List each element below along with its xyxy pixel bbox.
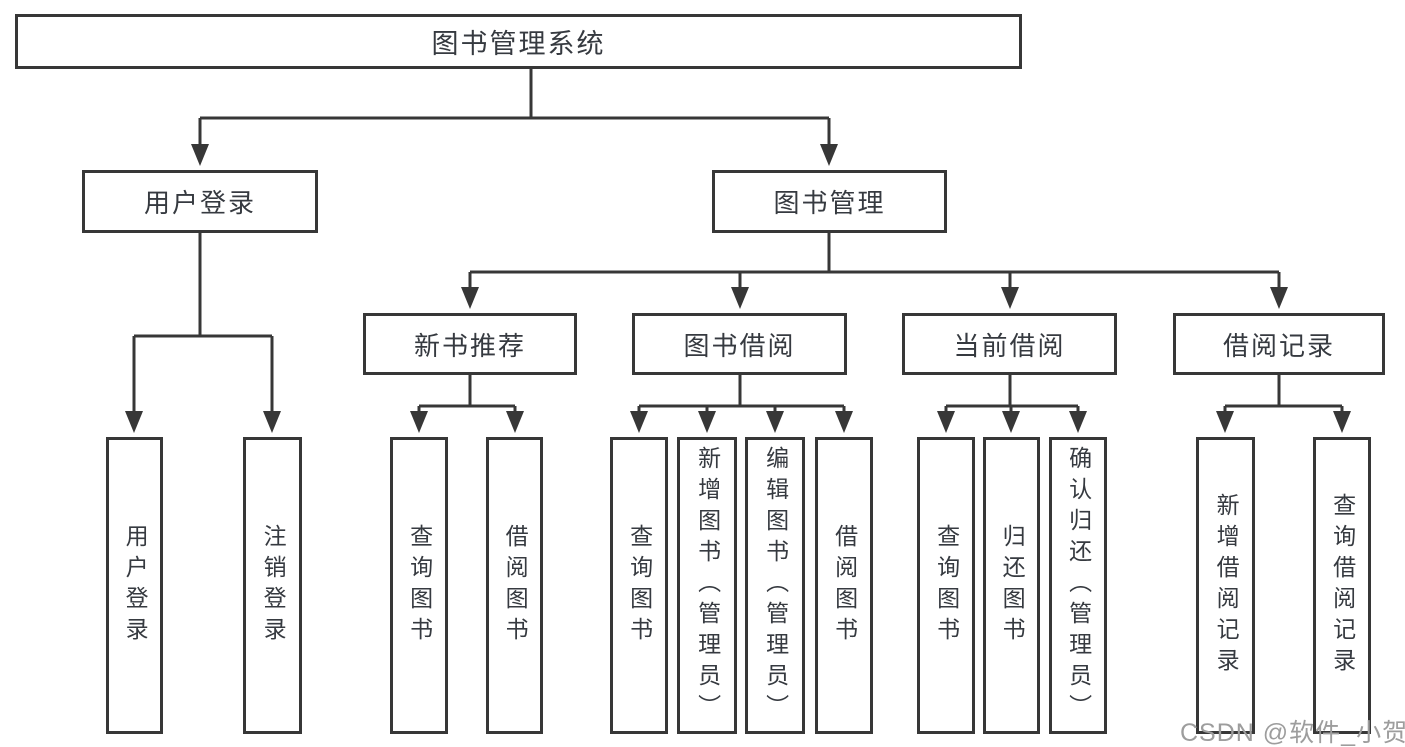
leaf-current-return-books: 归还图书 xyxy=(983,437,1040,734)
leaf-records-query-record: 查询借阅记录 xyxy=(1313,437,1371,734)
node-label: 新书推荐 xyxy=(413,330,526,361)
connector-newbook-to-leaves xyxy=(417,375,517,417)
node-book-management: 图书管理 xyxy=(712,170,947,233)
node-user-login: 用户登录 xyxy=(82,170,318,233)
connector-bookborrow-to-leaves xyxy=(637,375,846,417)
leaf-logout-login: 注销登录 xyxy=(243,437,302,734)
leaf-current-query-books: 查询图书 xyxy=(917,437,975,734)
leaf-user-login: 用户登录 xyxy=(106,437,163,734)
connector-userlogin-to-leaves xyxy=(132,233,274,417)
node-label: 图书管理系统 xyxy=(431,29,606,59)
node-borrow-records: 借阅记录 xyxy=(1173,313,1385,375)
node-label: 确认归还（管理员） xyxy=(1065,446,1092,725)
node-label: 新增图书（管理员） xyxy=(694,446,721,725)
node-library-system: 图书管理系统 xyxy=(15,14,1022,69)
node-label: 归还图书 xyxy=(999,523,1026,648)
connector-currentborrow-to-leaves xyxy=(944,375,1080,417)
node-book-borrow: 图书借阅 xyxy=(632,313,847,375)
node-label: 新增借阅记录 xyxy=(1213,492,1240,679)
node-label: 借阅记录 xyxy=(1222,330,1335,361)
node-label: 查询图书 xyxy=(626,523,653,648)
leaf-current-confirm-return-admin: 确认归还（管理员） xyxy=(1049,437,1107,734)
leaf-newbook-borrow-books: 借阅图书 xyxy=(486,437,543,734)
node-label: 借阅图书 xyxy=(831,523,858,648)
leaf-newbook-query-books: 查询图书 xyxy=(390,437,448,734)
node-label: 注销登录 xyxy=(260,523,287,648)
leaf-borrow-add-books-admin: 新增图书（管理员） xyxy=(677,437,737,734)
node-label: 编辑图书（管理员） xyxy=(762,446,789,725)
node-current-borrow: 当前借阅 xyxy=(902,313,1117,375)
node-label: 当前借阅 xyxy=(953,330,1066,361)
connector-bookmgmt-to-level3 xyxy=(468,233,1281,291)
connector-root-to-level2 xyxy=(198,69,831,150)
node-new-book-recommend: 新书推荐 xyxy=(363,313,577,375)
node-label: 图书管理 xyxy=(773,188,886,218)
leaf-borrow-borrow-books: 借阅图书 xyxy=(815,437,873,734)
node-label: 用户登录 xyxy=(122,523,149,648)
leaf-borrow-edit-books-admin: 编辑图书（管理员） xyxy=(745,437,805,734)
node-label: 用户登录 xyxy=(143,188,256,218)
leaf-borrow-query-books: 查询图书 xyxy=(610,437,668,734)
watermark: CSDN @软件_小贺同学 xyxy=(1180,719,1405,747)
node-label: 查询借阅记录 xyxy=(1329,492,1356,679)
node-label: 查询图书 xyxy=(406,523,433,648)
node-label: 查询图书 xyxy=(933,523,960,648)
node-label: 图书借阅 xyxy=(683,330,796,361)
node-label: 借阅图书 xyxy=(502,523,529,648)
connector-records-to-leaves xyxy=(1223,375,1344,417)
leaf-records-add-record: 新增借阅记录 xyxy=(1196,437,1255,734)
